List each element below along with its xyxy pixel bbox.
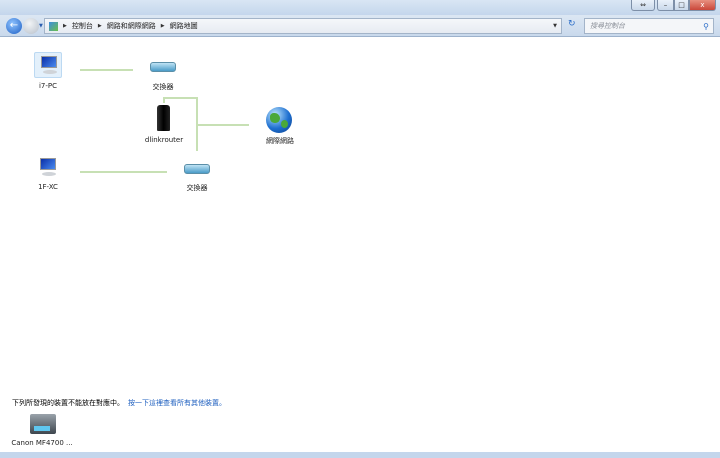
router-icon[interactable]	[157, 105, 170, 131]
search-placeholder: 搜尋控制台	[590, 22, 625, 30]
breadcrumb-control-panel[interactable]: 控制台	[71, 22, 93, 30]
window-bottom-border	[0, 452, 720, 458]
computer-icon[interactable]	[34, 52, 62, 78]
switch-icon[interactable]	[150, 62, 176, 72]
search-icon[interactable]: ⚲	[703, 21, 709, 31]
computer-icon[interactable]	[34, 155, 62, 181]
node-label-1f-xc[interactable]: 1F-XC	[38, 183, 58, 191]
breadcrumb-network-map[interactable]: 網路地圖	[169, 22, 198, 30]
connection-line	[163, 97, 165, 103]
connection-line	[196, 124, 249, 126]
connection-line	[80, 69, 133, 71]
address-dropdown-icon[interactable]: ▼	[553, 23, 557, 29]
breadcrumb-network-internet[interactable]: 網路和網際網路	[106, 22, 156, 30]
address-bar[interactable]: ▶ 控制台 ▶ 網路和網際網路 ▶ 網路地圖 ▼	[44, 18, 562, 34]
node-label-switch-1[interactable]: 交換器	[152, 83, 174, 91]
node-label-i7-pc[interactable]: i7-PC	[38, 82, 58, 90]
device-label-canon[interactable]: Canon MF4700 ...	[11, 439, 73, 447]
node-label-internet[interactable]: 網際網路	[266, 137, 294, 145]
network-map: i7-PC 交換器 dlinkrouter 網際網路 1F-XC 交換器 下列所…	[4, 38, 716, 452]
snap-button[interactable]: ⇔	[631, 0, 655, 11]
unmapped-devices-text: 下列所發現的裝置不能放在對應中。 按一下這裡查看所有其他裝置。	[12, 398, 226, 408]
forward-arrow-icon[interactable]	[23, 18, 39, 34]
switch-icon[interactable]	[184, 164, 210, 174]
node-label-switch-2[interactable]: 交換器	[186, 184, 208, 192]
chevron-right-icon: ▶	[97, 23, 102, 29]
refresh-icon[interactable]: ↻	[568, 19, 576, 29]
network-folder-icon	[49, 21, 58, 31]
close-button[interactable]: x	[689, 0, 716, 11]
recent-pages-dropdown-icon[interactable]: ▼	[39, 23, 43, 29]
unmapped-message: 下列所發現的裝置不能放在對應中。	[12, 399, 124, 407]
view-other-devices-link[interactable]: 按一下這裡查看所有其他裝置。	[128, 399, 226, 407]
connection-line	[80, 171, 167, 173]
node-label-dlinkrouter[interactable]: dlinkrouter	[144, 136, 184, 144]
address-toolbar: ← ▼ ▶ 控制台 ▶ 網路和網際網路 ▶ 網路地圖 ▼ ↻ 搜尋控制台 ⚲	[0, 15, 720, 37]
chevron-right-icon: ▶	[63, 23, 67, 29]
minimize-button[interactable]: –	[657, 0, 674, 11]
back-arrow-icon[interactable]: ←	[6, 18, 22, 34]
maximize-button[interactable]: □	[674, 0, 689, 11]
globe-icon[interactable]	[266, 107, 292, 133]
printer-icon[interactable]	[30, 414, 56, 434]
chevron-right-icon: ▶	[160, 23, 165, 29]
connection-line	[163, 97, 198, 99]
title-bar: ⇔ – □ x	[0, 0, 720, 15]
search-input[interactable]: 搜尋控制台 ⚲	[584, 18, 714, 34]
